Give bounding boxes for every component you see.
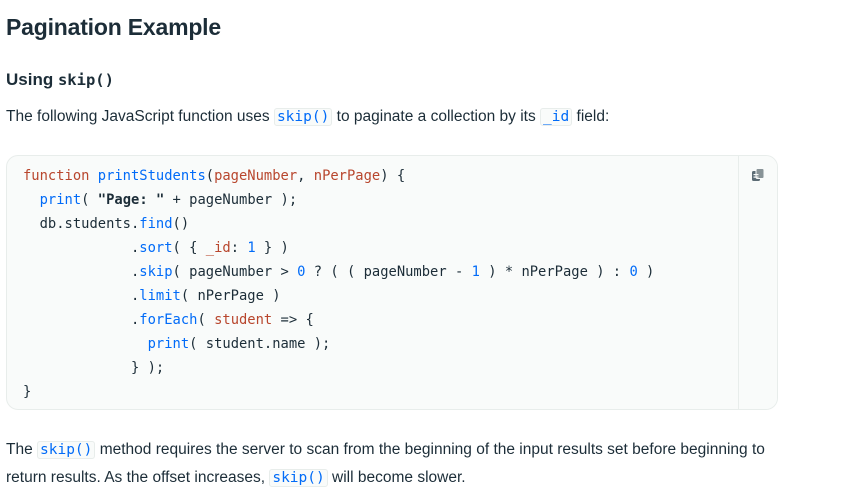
code-line: db.students.find()	[23, 216, 190, 232]
section-heading-prefix: Using	[6, 70, 58, 89]
outro-text-middle: method requires the server to scan from …	[6, 441, 765, 486]
outro-paragraph: The skip() method requires the server to…	[6, 436, 786, 492]
code-block: function printStudents(pageNumber, nPerP…	[6, 155, 778, 410]
code-line: } );	[23, 360, 165, 376]
code-line: print( "Page: " + pageNumber );	[39, 192, 298, 208]
code-line: .limit( nPerPage )	[23, 288, 281, 304]
inline-code-skip: skip()	[273, 108, 333, 126]
outro-text-after: will become slower.	[327, 469, 466, 486]
code-line: function printStudents(pageNumber, nPerP…	[23, 168, 406, 184]
code-line: .skip( pageNumber > 0 ? ( ( pageNumber -…	[23, 264, 655, 280]
intro-paragraph: The following JavaScript function uses s…	[6, 103, 609, 131]
inline-code-id: _id	[540, 108, 573, 126]
copy-button[interactable]	[747, 164, 769, 186]
inline-code-skip: skip()	[37, 441, 96, 459]
outro-text-before: The	[6, 441, 38, 458]
page-title: Pagination Example	[6, 14, 221, 40]
intro-text-before: The following JavaScript function uses	[6, 108, 274, 125]
intro-text-middle: to paginate a collection by its	[332, 108, 540, 125]
copy-icon	[752, 168, 765, 181]
section-heading: Using skip()	[6, 70, 114, 90]
intro-text-after: field:	[572, 108, 610, 125]
code-line: .sort( { _id: 1 } )	[23, 240, 289, 256]
section-heading-code: skip()	[57, 71, 114, 89]
code-side-panel	[738, 156, 777, 409]
code-content: function printStudents(pageNumber, nPerP…	[23, 164, 654, 404]
inline-code-skip: skip()	[269, 469, 328, 487]
code-line: .forEach( student => {	[23, 312, 314, 328]
code-line: print( student.name );	[147, 336, 331, 352]
code-line: }	[23, 384, 32, 400]
